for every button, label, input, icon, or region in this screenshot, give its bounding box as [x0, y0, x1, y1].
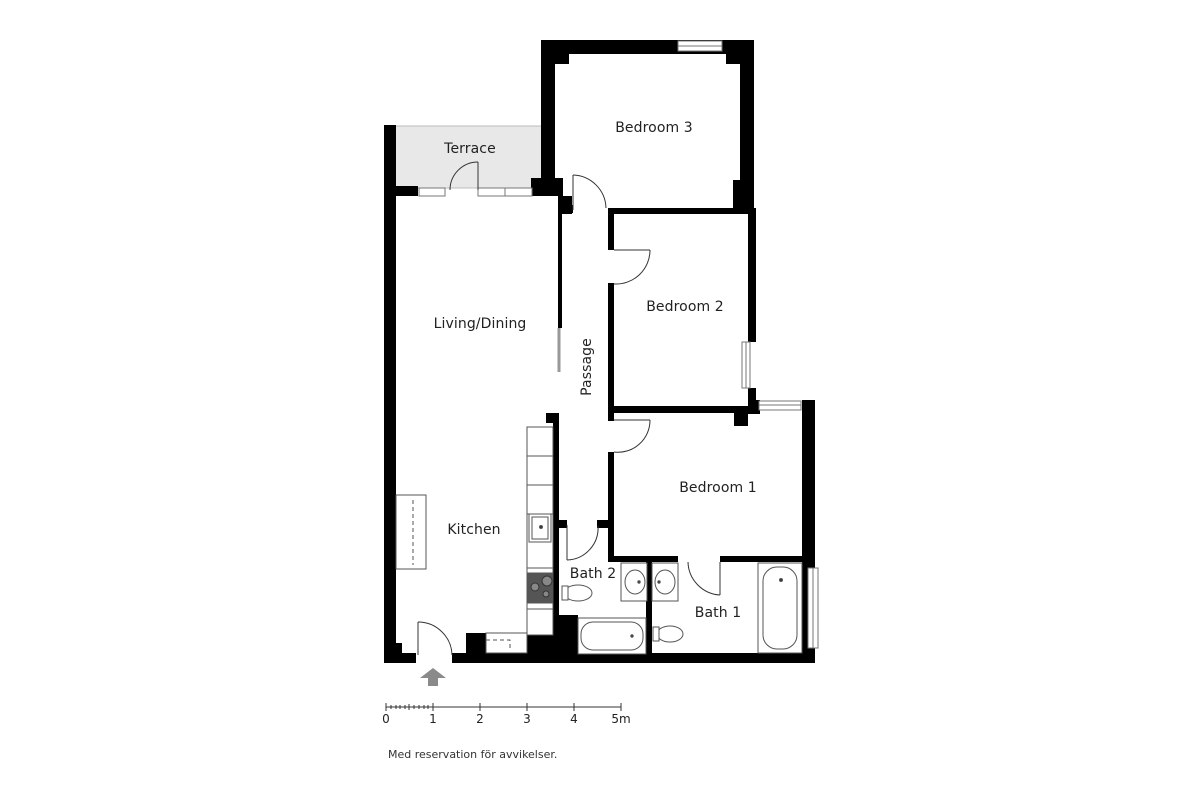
- scale-tick-4: 4: [570, 712, 578, 726]
- scale-tick-3: 3: [523, 712, 531, 726]
- room-label-passage: Passage: [579, 338, 595, 396]
- windows: [418, 40, 819, 649]
- room-label-bath-2: Bath 2: [569, 566, 617, 582]
- terrace-area: [394, 125, 544, 189]
- doors: [417, 161, 721, 656]
- scale-bar: [385, 703, 622, 711]
- scale-tick-0: 0: [382, 712, 390, 726]
- disclaimer-text: Med reservation för avvikelser.: [388, 748, 558, 761]
- room-label-bedroom-3: Bedroom 3: [615, 120, 693, 136]
- scale-tick-5: 5m: [611, 712, 631, 726]
- bath-fixtures: [561, 562, 803, 655]
- room-label-bedroom-1: Bedroom 1: [679, 480, 757, 496]
- room-label-bedroom-2: Bedroom 2: [646, 299, 724, 315]
- room-label-bath-1: Bath 1: [694, 605, 742, 621]
- entrance-arrow-icon: [420, 668, 446, 686]
- room-label-kitchen: Kitchen: [447, 522, 501, 538]
- scale-tick-1: 1: [429, 712, 437, 726]
- room-label-terrace: Terrace: [444, 141, 496, 157]
- room-label-living-dining: Living/Dining: [433, 316, 527, 332]
- kitchen-fixtures: [395, 426, 554, 654]
- scale-tick-2: 2: [476, 712, 484, 726]
